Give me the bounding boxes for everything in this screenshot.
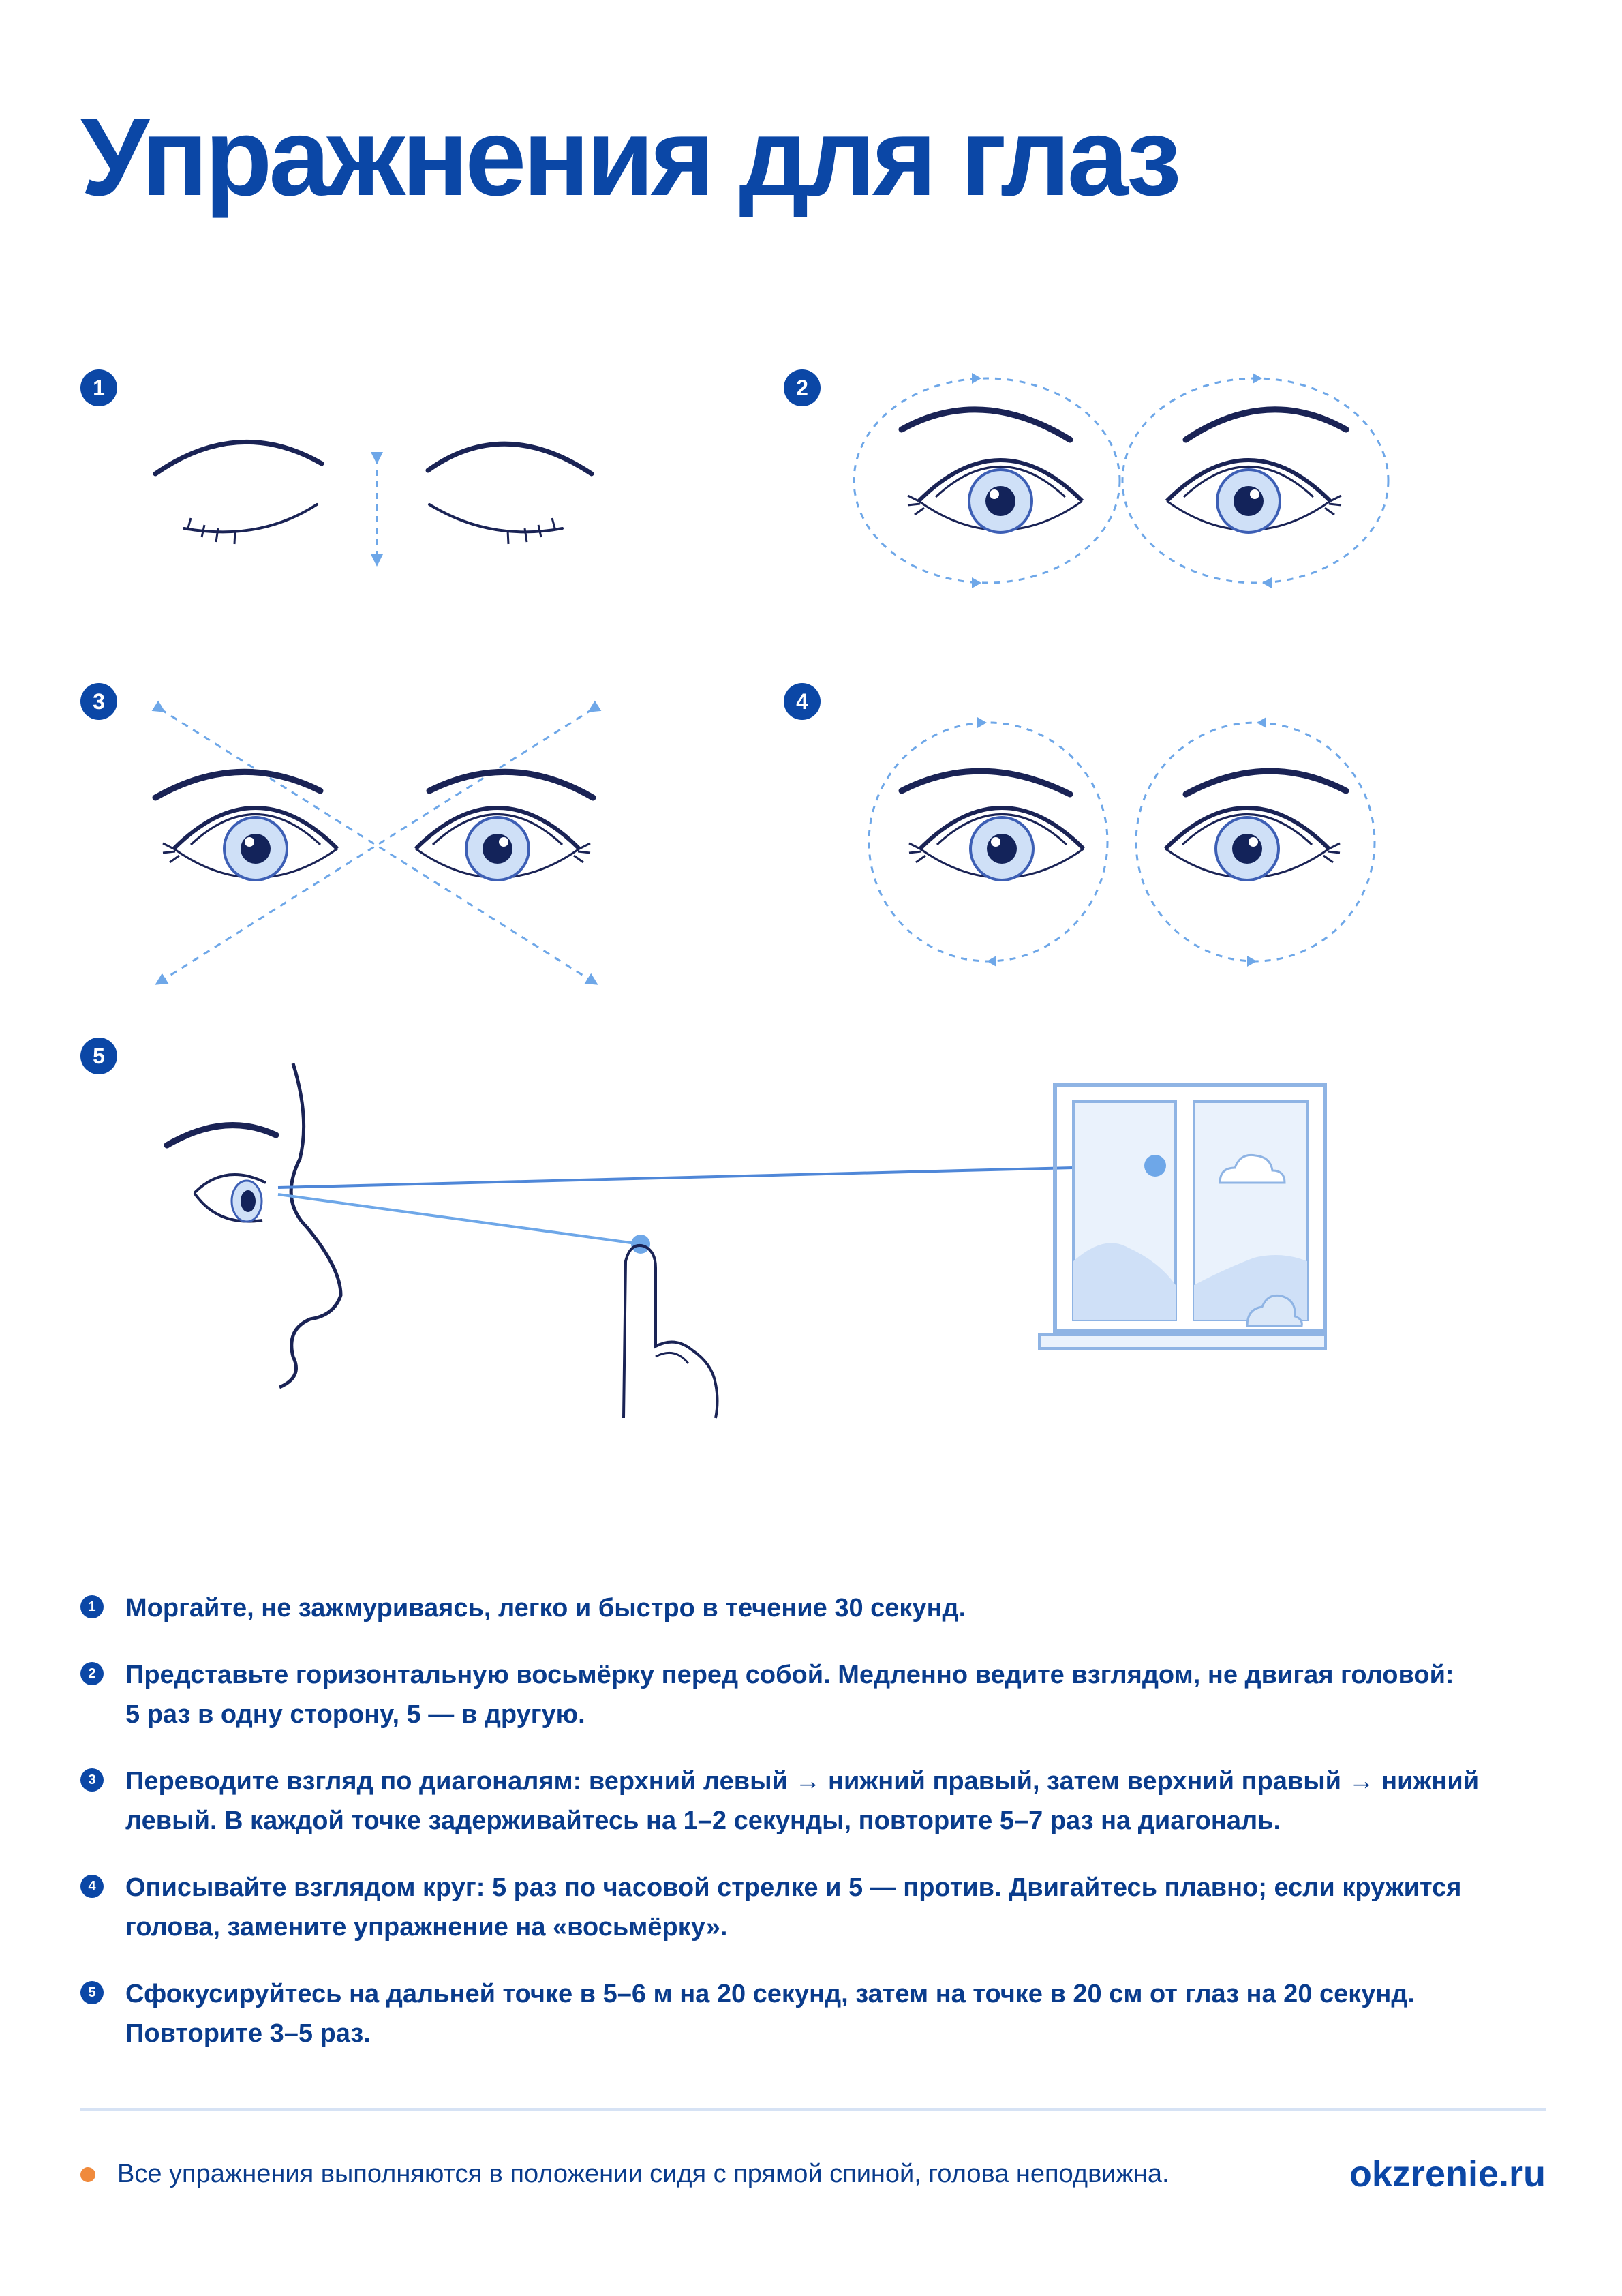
instruction-number: 5 [80, 1981, 104, 2004]
instruction-text: Моргайте, не зажмуриваясь, легко и быстр… [125, 1594, 966, 1622]
instruction-text: Сфокусируйтесь на дальней точке в 5–6 м … [125, 1980, 1416, 2048]
instruction-number: 2 [80, 1662, 104, 1685]
exercise-4-badge: 4 [784, 683, 821, 720]
exercise-5-badge: 5 [80, 1038, 117, 1074]
instruction-item: 3 Переводите взгляд по диагоналям: верхн… [80, 1762, 1546, 1841]
instruction-text: Переводите взгляд по диагоналям: верхний… [125, 1767, 1480, 1835]
instruction-number: 3 [80, 1768, 104, 1792]
page-title: Упражнения для глаз [80, 95, 1182, 219]
footer-divider [80, 2108, 1546, 2111]
diagonal-gaze-illustration [151, 700, 602, 985]
instruction-item: 1 Моргайте, не зажмуриваясь, легко и быс… [80, 1588, 1546, 1628]
bullet-dot-icon [80, 2166, 95, 2182]
exercise-3-badge: 3 [80, 683, 117, 720]
instruction-item: 2 Представьте горизонтальную восьмёрку п… [80, 1655, 1546, 1734]
instruction-item: 5 Сфокусируйтесь на дальней точке в 5–6 … [80, 1974, 1546, 2053]
instruction-list: 1 Моргайте, не зажмуриваясь, легко и быс… [80, 1588, 1546, 2081]
closed-eyes-illustration [153, 439, 594, 567]
instruction-item: 4 Описывайте взглядом круг: 5 раз по час… [80, 1868, 1546, 1947]
footer-note: Все упражнения выполняются в положении с… [80, 2160, 1169, 2189]
instruction-text: Представьте горизонтальную восьмёрку пер… [125, 1661, 1454, 1729]
near-far-focus-illustration [164, 1063, 1327, 1419]
exercise-2-badge: 2 [784, 369, 821, 406]
site-link[interactable]: okzrenie.ru [1349, 2154, 1546, 2194]
footer-note-text: Все упражнения выполняются в положении с… [117, 2160, 1169, 2188]
instruction-number: 4 [80, 1875, 104, 1898]
circular-gaze-illustration [868, 717, 1376, 967]
figure-eight-illustration [853, 373, 1390, 588]
exercise-illustrations [151, 373, 1390, 1419]
instruction-text: Описывайте взглядом круг: 5 раз по часов… [125, 1873, 1462, 1942]
exercise-1-badge: 1 [80, 369, 117, 406]
instruction-number: 1 [80, 1595, 104, 1618]
